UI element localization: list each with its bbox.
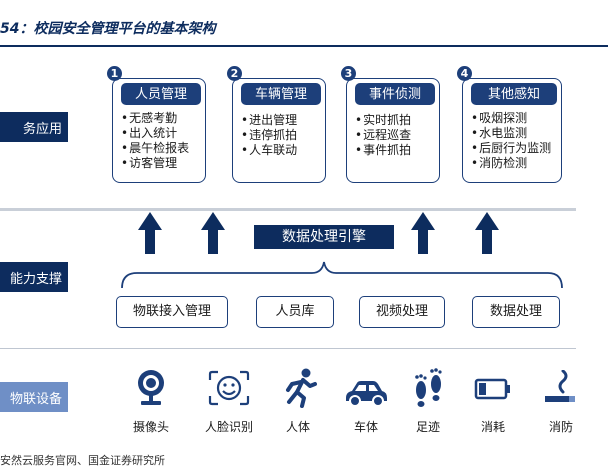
list-item: 进出管理 <box>241 113 321 128</box>
smoke-icon <box>545 370 575 402</box>
device-label: 车体 <box>353 420 378 434</box>
device-label: 人体 <box>285 420 310 434</box>
app-card-title: 其他感知 <box>471 83 557 105</box>
number-badge: 3 <box>341 66 356 81</box>
number-badge: 1 <box>107 66 122 81</box>
layer-label-device: 物联设备 <box>0 382 68 412</box>
number-badge: 4 <box>457 66 472 81</box>
capability-box-people-db[interactable]: 人员库 <box>256 296 334 328</box>
app-card-title: 人员管理 <box>121 83 201 105</box>
capability-box-video[interactable]: 视频处理 <box>359 296 445 328</box>
list-item: 消防检测 <box>471 156 557 171</box>
source-footer: 安然云服务官网、国金证券研究所 <box>0 454 165 467</box>
layer-divider-bottom <box>0 348 576 349</box>
up-arrow-icon <box>411 212 435 254</box>
capability-box-iot[interactable]: 物联接入管理 <box>116 296 228 328</box>
figure-title: 54：校园安全管理平台的基本架构 <box>0 21 216 37</box>
capability-box-data[interactable]: 数据处理 <box>472 296 560 328</box>
device-label: 足迹 <box>415 420 440 434</box>
list-item: 出入统计 <box>121 126 201 141</box>
number-badge: 2 <box>227 66 242 81</box>
layer-label-capability: 能力支撑 <box>0 262 68 292</box>
device-label: 摄像头 <box>132 420 169 434</box>
battery-icon <box>474 378 510 400</box>
app-card-title: 车辆管理 <box>241 83 321 105</box>
data-engine-banner: 数据处理引擎 <box>254 225 394 249</box>
car-icon <box>346 381 387 407</box>
app-card-title: 事件侦测 <box>355 83 435 105</box>
list-item: 远程巡查 <box>355 128 435 143</box>
app-card-personnel[interactable]: 人员管理 无感考勤 出入统计 晨午检报表 访客管理 <box>112 78 206 183</box>
face-recognition-icon <box>208 370 250 406</box>
list-item: 事件抓拍 <box>355 143 435 158</box>
list-item: 后厨行为监测 <box>471 141 557 156</box>
list-item: 访客管理 <box>121 156 201 171</box>
device-label: 人脸识别 <box>204 420 253 434</box>
device-label: 消耗 <box>480 420 505 434</box>
human-body-icon <box>286 368 317 408</box>
up-arrow-icon <box>475 212 499 254</box>
title-underline <box>0 45 608 47</box>
app-card-event[interactable]: 事件侦测 实时抓拍 远程巡查 事件抓拍 <box>346 78 440 183</box>
up-arrow-icon <box>138 212 162 254</box>
camera-icon <box>138 370 164 405</box>
list-item: 吸烟探测 <box>471 111 557 126</box>
footprint-icon <box>415 368 442 407</box>
list-item: 水电监测 <box>471 126 557 141</box>
layer-label-app: 务应用 <box>0 112 68 142</box>
brace-shape <box>121 261 563 289</box>
list-item: 人车联动 <box>241 143 321 158</box>
app-card-vehicle[interactable]: 车辆管理 进出管理 违停抓拍 人车联动 <box>232 78 326 183</box>
list-item: 违停抓拍 <box>241 128 321 143</box>
list-item: 无感考勤 <box>121 111 201 126</box>
device-label: 消防 <box>548 420 573 434</box>
list-item: 实时抓拍 <box>355 113 435 128</box>
app-card-other-sensing[interactable]: 其他感知 吸烟探测 水电监测 后厨行为监测 消防检测 <box>462 78 562 183</box>
layer-divider-top <box>0 208 576 211</box>
list-item: 晨午检报表 <box>121 141 201 156</box>
up-arrow-icon <box>201 212 225 254</box>
